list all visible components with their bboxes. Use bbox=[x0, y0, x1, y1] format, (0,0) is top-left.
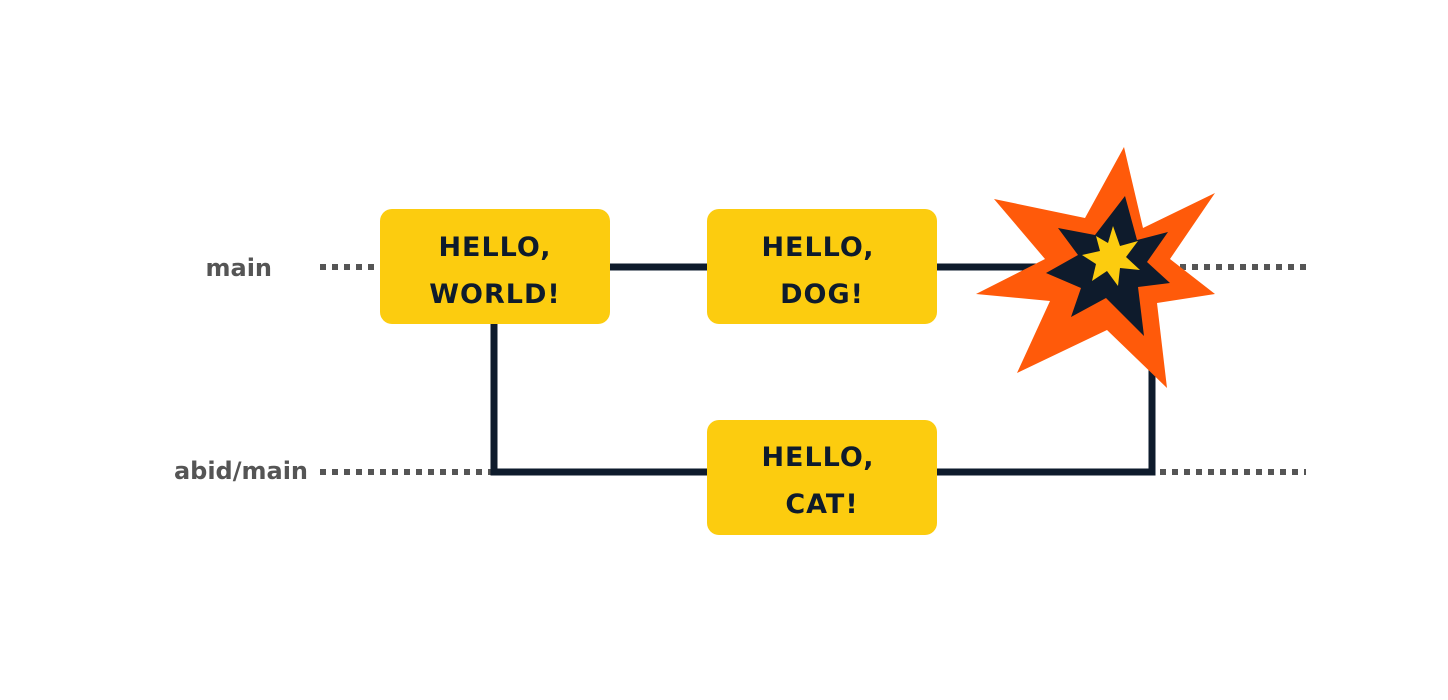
commit-line-2: DOG! bbox=[780, 279, 864, 310]
commit-hello-dog: HELLO, DOG! bbox=[707, 209, 937, 324]
branch-label-main: main bbox=[205, 254, 272, 282]
commit-hello-world: HELLO, WORLD! bbox=[380, 209, 610, 324]
feature-branch-connection bbox=[490, 324, 708, 476]
commit-line-2: CAT! bbox=[785, 489, 858, 520]
commit-line-1: HELLO, bbox=[761, 442, 874, 473]
explosion-icon bbox=[976, 147, 1215, 388]
explosion-inner bbox=[1082, 226, 1140, 286]
merge-connection bbox=[937, 355, 1156, 476]
commit-hello-cat: HELLO, CAT! bbox=[707, 420, 937, 535]
commit-line-1: HELLO, bbox=[761, 232, 874, 263]
branch-label-feature: abid/main bbox=[174, 457, 308, 485]
commit-box bbox=[380, 209, 610, 324]
commit-line-1: HELLO, bbox=[438, 232, 551, 263]
commit-line-2: WORLD! bbox=[429, 279, 560, 310]
commit-box bbox=[707, 420, 937, 535]
commit-box bbox=[707, 209, 937, 324]
